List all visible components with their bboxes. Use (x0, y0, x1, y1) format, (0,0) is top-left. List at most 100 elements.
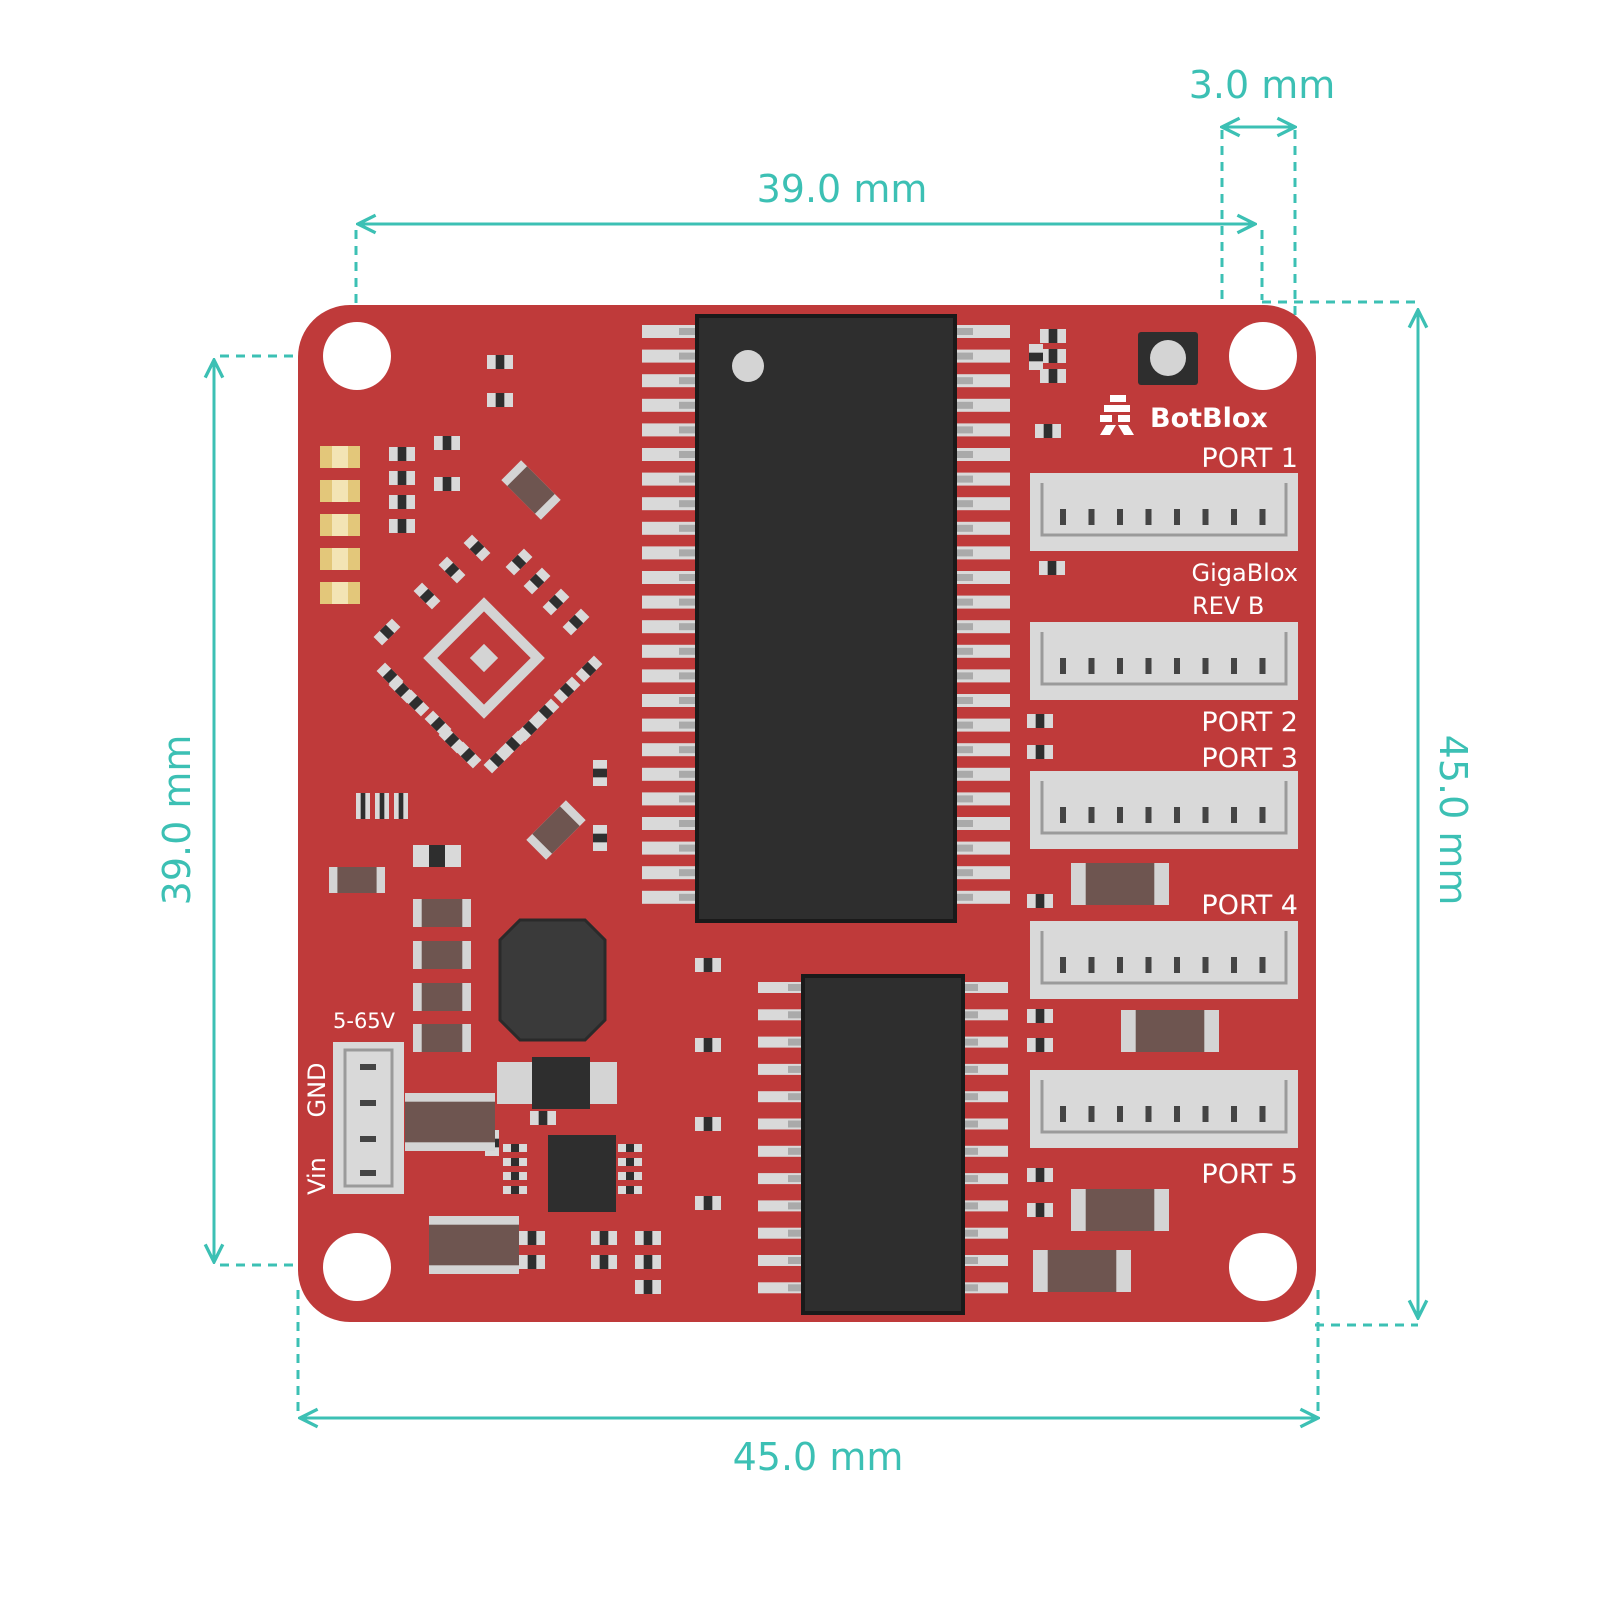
ic-secondary-pin (963, 1145, 1008, 1157)
smd-capacitor (526, 800, 586, 860)
ic-main-pin-foot (955, 500, 973, 508)
ic-main-pin-foot (679, 500, 697, 508)
smd-resistor (593, 825, 607, 851)
ic-main-pin-foot (955, 475, 973, 483)
ic-secondary-pin (758, 1118, 803, 1130)
smd-components (329, 329, 1219, 1294)
smd-core (511, 1186, 519, 1194)
smd-core (1035, 745, 1045, 759)
port-pin (1145, 807, 1152, 823)
ic-main-pin-foot (955, 426, 973, 434)
smd-resistor (1027, 1203, 1053, 1217)
ic-secondary-pin-foot (788, 1011, 803, 1019)
port-pin (1231, 957, 1237, 973)
ic-secondary-pin (963, 1173, 1008, 1185)
port-pin (1088, 658, 1095, 674)
smd-core (379, 624, 395, 640)
port-pin (1117, 807, 1123, 823)
ic-secondary-pin-foot (788, 1038, 803, 1046)
port-pin (1259, 957, 1266, 973)
ic-secondary-pin-foot (788, 984, 803, 991)
smd-core (430, 716, 446, 732)
smd-resistor (454, 741, 482, 769)
ic-main-pin-foot (679, 328, 697, 335)
ic-secondary-pin (963, 1227, 1008, 1239)
smd-core (397, 471, 407, 485)
model-label: GigaBlox (1192, 559, 1299, 587)
smd-core (442, 477, 452, 491)
smd-resistor (1027, 1038, 1053, 1052)
port3-label: PORT 3 (1201, 743, 1298, 774)
port-pin (1060, 1106, 1066, 1122)
port-housing (1030, 473, 1298, 551)
smd-core (703, 1038, 713, 1052)
smd-core (1035, 1203, 1045, 1217)
ic-secondary-pin-foot (963, 1175, 978, 1183)
smd-resistor (503, 1144, 527, 1152)
smd-core (532, 806, 580, 854)
port-pin (1202, 957, 1209, 973)
ic-main-pin-foot (955, 795, 973, 803)
ic-secondary-pin-foot (788, 1175, 803, 1183)
smd-resistor (1027, 1168, 1053, 1182)
port-connector-3 (1030, 771, 1298, 849)
ic-main-pin-foot (955, 352, 973, 360)
ic-main-pin-foot (679, 795, 697, 803)
ic-secondary-pin-foot (963, 1011, 978, 1019)
smd-core (527, 1255, 537, 1269)
smd-core (495, 355, 505, 369)
smd-core (507, 466, 555, 514)
ic-secondary-pin-foot (788, 1147, 803, 1155)
smd-core (397, 447, 407, 461)
ic-main-pin-foot (679, 598, 697, 606)
smd-resistor (1040, 349, 1066, 363)
ic-secondary-pins (758, 982, 1008, 1294)
smd-core (397, 495, 407, 509)
ic-secondary-pin (758, 1036, 803, 1048)
smd-core (593, 833, 607, 843)
smd-core (548, 594, 564, 610)
ic-main-pin-foot (955, 869, 973, 877)
smd-capacitor (501, 460, 561, 520)
smd-core (581, 661, 597, 677)
smd-core (599, 1231, 609, 1245)
smd-resistor (618, 1186, 642, 1194)
smd-core (421, 899, 463, 927)
smd-core (382, 668, 398, 684)
ic-secondary-pin-foot (963, 1284, 978, 1292)
smd-resistor (523, 567, 551, 595)
mounting-hole-top-right (1229, 322, 1297, 390)
smd-core (593, 768, 607, 778)
ic-main-pin-foot (679, 770, 697, 778)
ic-secondary-pin (758, 1282, 803, 1294)
port-pin (1259, 658, 1266, 674)
smd-resistor (635, 1231, 661, 1245)
smd-resistor (575, 655, 603, 683)
smd-resistor (516, 714, 544, 742)
ic-main-pin-foot (955, 820, 973, 827)
smd-core (419, 588, 435, 604)
dim-offset-label: 3.0 mm (1189, 63, 1336, 107)
smd-core (511, 554, 527, 570)
mounting-hole-bottom-right (1229, 1233, 1297, 1301)
smd-core (495, 393, 505, 407)
smd-resistor (413, 582, 441, 610)
smd-core (1029, 352, 1043, 362)
ic-secondary-pin-foot (963, 1229, 978, 1237)
port-pin (1202, 509, 1209, 525)
smd-capacitor (1033, 1250, 1131, 1292)
smd-core (568, 614, 584, 630)
smd-core (1085, 863, 1155, 905)
ic-secondary-pin (758, 1063, 803, 1075)
smd-resistor (530, 1111, 556, 1125)
ic-secondary-pin-foot (788, 1093, 803, 1101)
smd-core (397, 519, 407, 533)
ic-main-pin-foot (679, 844, 697, 852)
port-pin (1231, 807, 1237, 823)
smd-resistor (519, 1231, 545, 1245)
port-housing (1030, 921, 1298, 999)
smd-core (429, 1224, 519, 1266)
ic-main-pin-foot (955, 451, 973, 458)
smd-resistor (402, 689, 430, 717)
smd-resistor (1029, 344, 1043, 370)
